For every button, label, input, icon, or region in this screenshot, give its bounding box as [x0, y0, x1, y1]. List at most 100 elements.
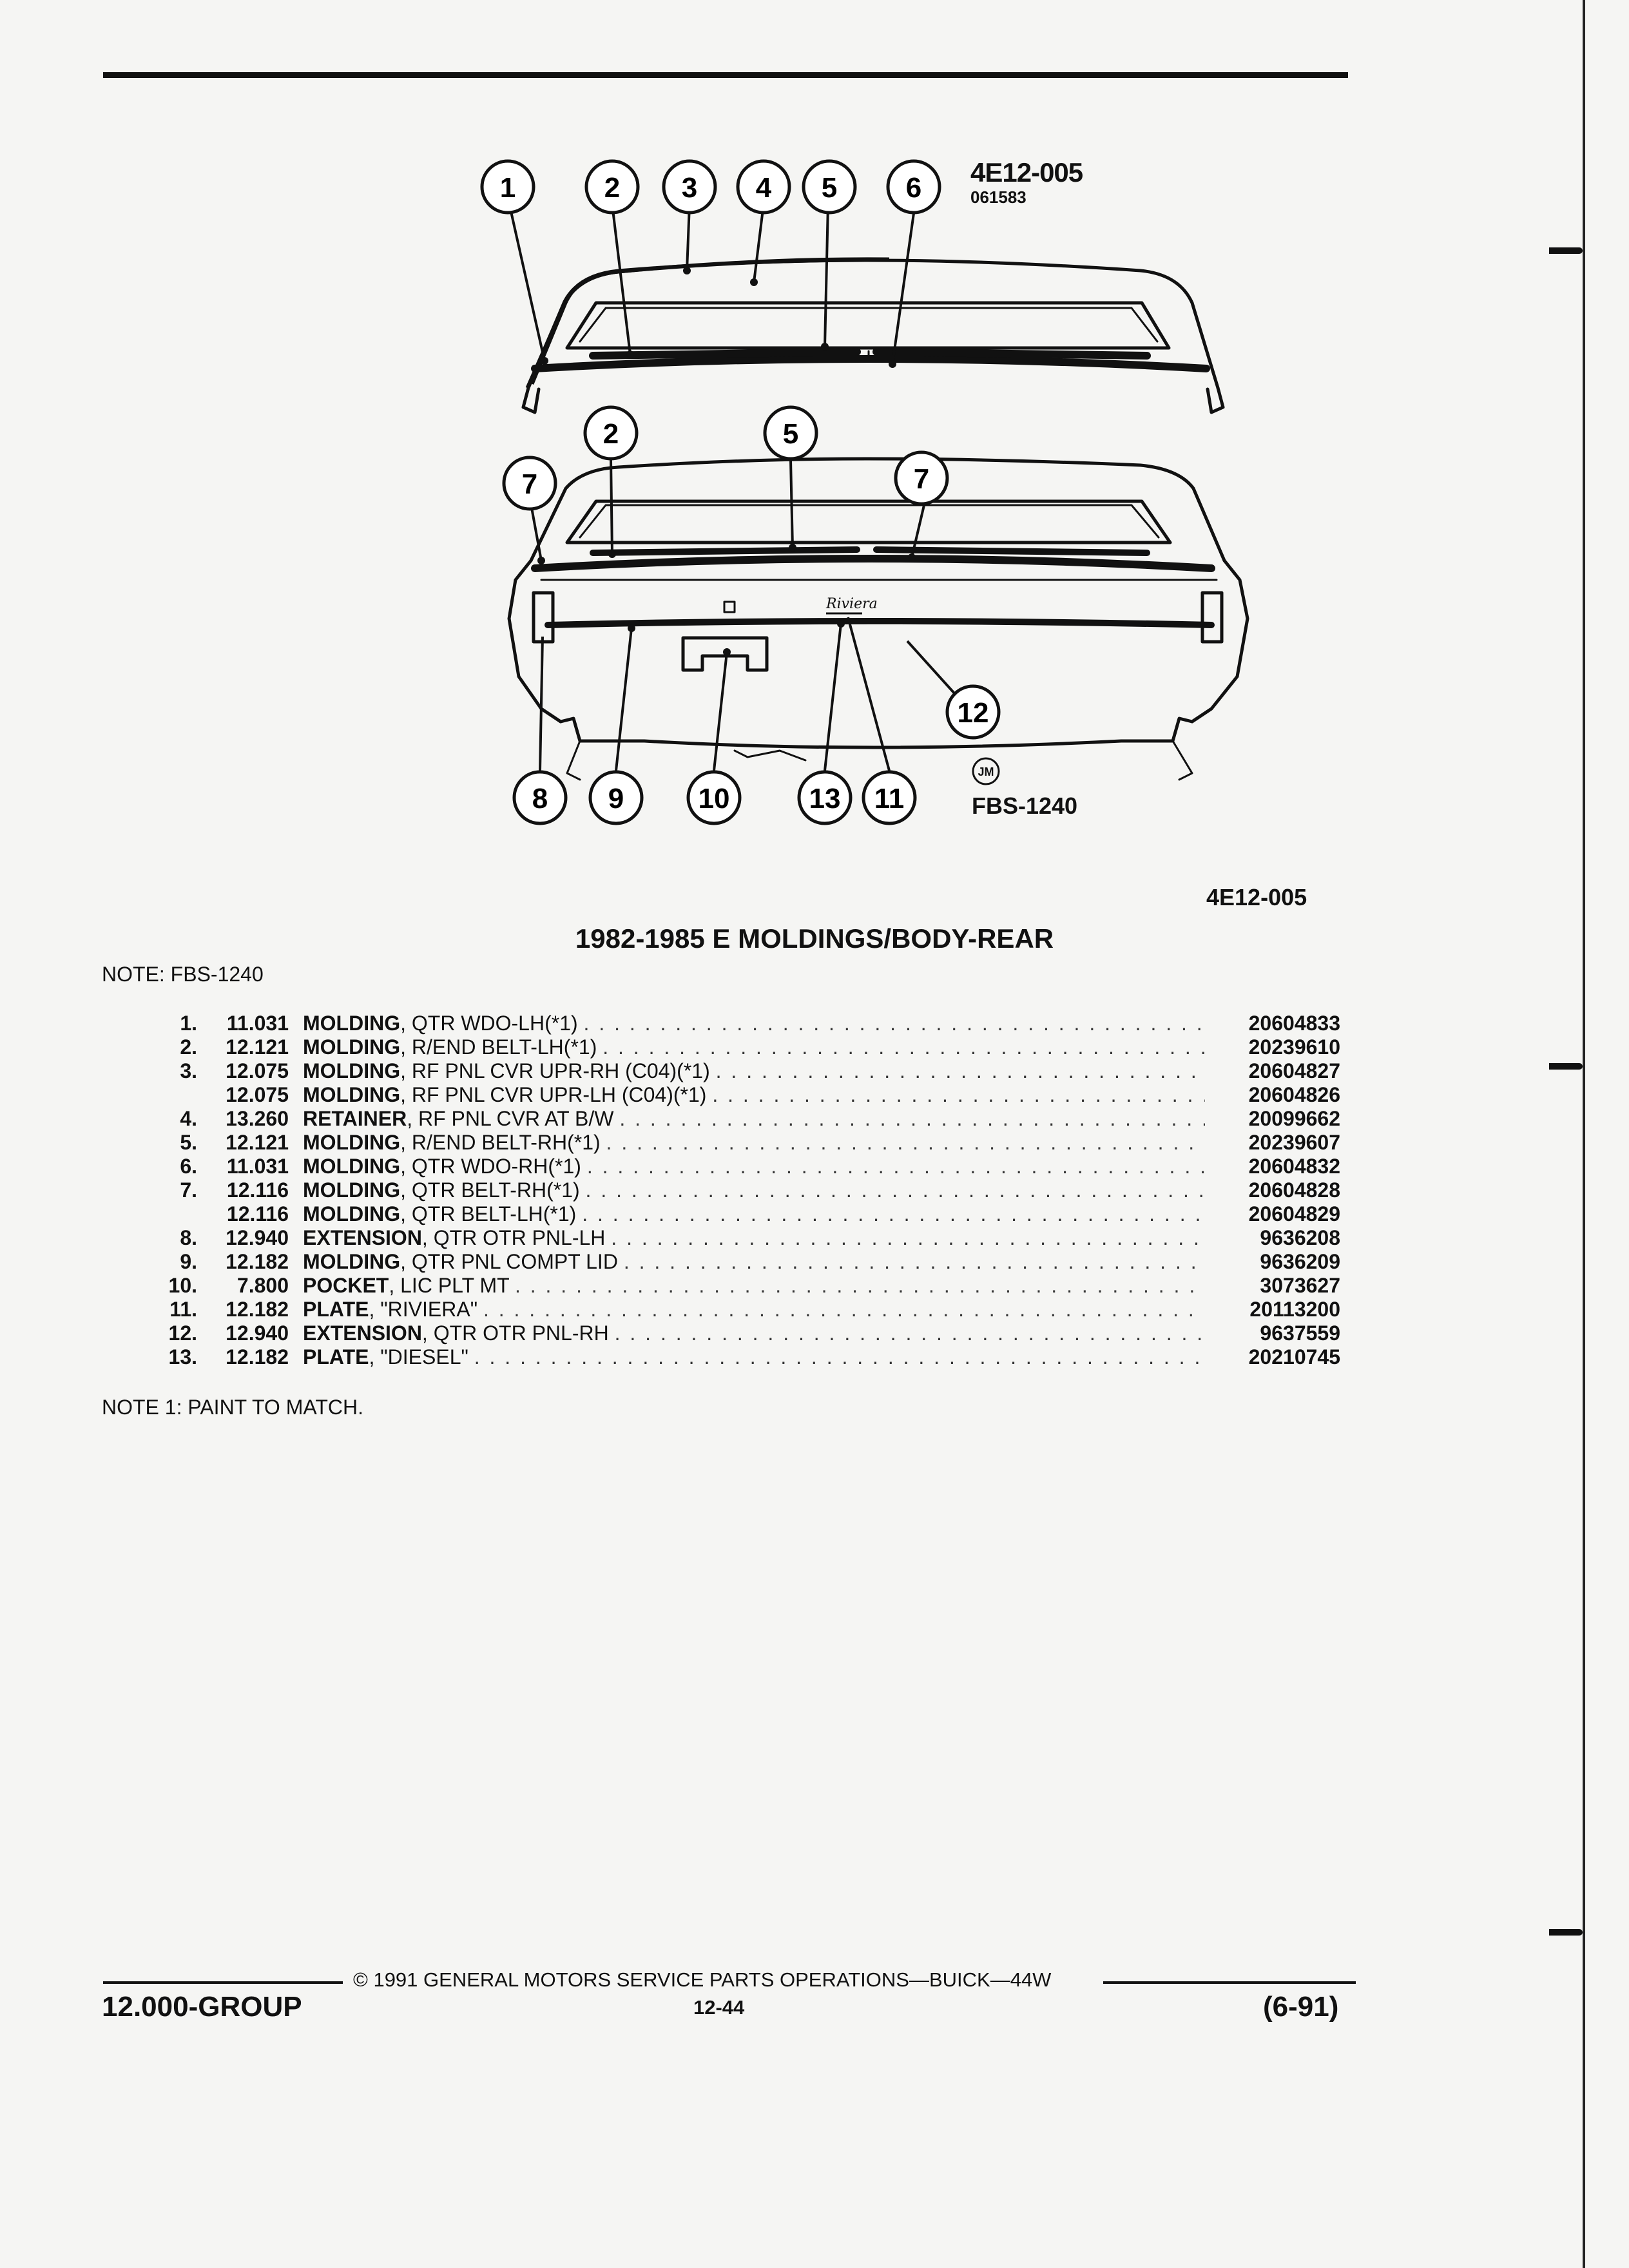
item-number: 2.: [180, 1035, 197, 1059]
part-description: POCKET, LIC PLT MT . . . . . . . . . . .…: [303, 1274, 1205, 1298]
parts-row: 10. 7.800 POCKET, LIC PLT MT . . . . . . .…: [152, 1274, 1340, 1298]
section-title: 1982-1985 E MOLDINGS/BODY-REAR: [575, 923, 1054, 954]
catalog-code: 11.031: [226, 1155, 289, 1178]
svg-text:11: 11: [874, 783, 905, 814]
part-description: MOLDING, RF PNL CVR UPR-RH (C04)(*1) . .…: [303, 1059, 1205, 1083]
part-number: 20210745: [1248, 1345, 1340, 1369]
callout-9: 9: [588, 770, 644, 825]
dot-leader: . . . . . . . . . . . . . . . . . . . . …: [474, 1345, 1205, 1369]
callout-5-lower: 5: [763, 405, 818, 461]
catalog-code: 12.116: [226, 1178, 289, 1202]
svg-text:7: 7: [522, 468, 537, 500]
callout-7-left: 7: [502, 456, 557, 511]
part-description: PLATE, "DIESEL" . . . . . . . . . . . . …: [303, 1345, 1205, 1369]
svg-text:2: 2: [603, 418, 619, 450]
callout-7-right: 7: [894, 450, 949, 506]
callout-8: 8: [512, 770, 568, 825]
svg-text:5: 5: [783, 418, 798, 450]
item-number: 13.: [168, 1345, 197, 1369]
part-noun: MOLDING: [303, 1059, 401, 1082]
catalog-code: 12.075: [226, 1083, 289, 1106]
footer-copyright: © 1991 GENERAL MOTORS SERVICE PARTS OPER…: [353, 1968, 1052, 1991]
catalog-code: 12.182: [226, 1298, 289, 1321]
part-description: PLATE, "RIVIERA" . . . . . . . . . . . .…: [303, 1298, 1205, 1321]
part-number: 20604832: [1248, 1155, 1340, 1178]
part-detail: , R/END BELT-LH(*1): [400, 1035, 597, 1059]
dot-leader: . . . . . . . . . . . . . . . . . . . . …: [602, 1035, 1205, 1059]
catalog-code: 12.940: [226, 1321, 289, 1345]
binder-tab-mark: [1549, 1063, 1583, 1070]
figure-id: 4E12-005: [970, 157, 1083, 187]
callout-2-lower: 2: [583, 405, 639, 461]
part-detail: , LIC PLT MT: [389, 1274, 510, 1297]
svg-text:6: 6: [906, 172, 921, 204]
catalog-code: 13.260: [226, 1107, 289, 1130]
item-number: 4.: [180, 1107, 197, 1130]
part-noun: MOLDING: [303, 1012, 401, 1035]
section-note: NOTE: FBS-1240: [102, 963, 264, 986]
part-noun: PLATE: [303, 1345, 369, 1369]
callout-11: 11: [862, 770, 917, 825]
binder-tab-mark: [1549, 1929, 1583, 1936]
item-number: 10.: [168, 1274, 197, 1297]
catalog-code: 12.075: [226, 1059, 289, 1082]
part-number: 9636208: [1260, 1226, 1340, 1249]
part-detail: , QTR WDO-LH(*1): [400, 1012, 578, 1035]
dot-leader: . . . . . . . . . . . . . . . . . . . . …: [619, 1107, 1205, 1130]
catalog-code: 7.800: [236, 1274, 289, 1297]
svg-text:4: 4: [756, 172, 772, 204]
catalog-code: 12.182: [226, 1250, 289, 1273]
part-description: MOLDING, QTR PNL COMPT LID . . . . . . .…: [303, 1250, 1205, 1274]
part-detail: , R/END BELT-RH(*1): [400, 1131, 601, 1154]
item-number: 1.: [180, 1012, 197, 1035]
part-number: 20239610: [1248, 1035, 1340, 1059]
dot-leader: . . . . . . . . . . . . . . . . . . . . …: [585, 1178, 1205, 1202]
part-detail: , QTR OTR PNL-RH: [421, 1321, 609, 1345]
callout-3: 3: [662, 159, 717, 215]
catalog-code: 11.031: [226, 1012, 289, 1035]
dot-leader: . . . . . . . . . . . . . . . . . . . . …: [712, 1083, 1205, 1106]
footer-rule-right: [1103, 1981, 1356, 1984]
part-detail: , QTR WDO-RH(*1): [400, 1155, 581, 1178]
section-id: 4E12-005: [1206, 884, 1307, 910]
svg-text:10: 10: [699, 783, 730, 814]
part-number: 20604827: [1248, 1059, 1340, 1082]
dot-leader: . . . . . . . . . . . . . . . . . . . . …: [583, 1012, 1205, 1035]
part-number: 9637559: [1260, 1321, 1340, 1345]
dot-leader: . . . . . . . . . . . . . . . . . . . . …: [582, 1202, 1205, 1225]
part-description: EXTENSION, QTR OTR PNL-LH . . . . . . . …: [303, 1226, 1205, 1250]
dot-leader: . . . . . . . . . . . . . . . . . . . . …: [514, 1274, 1205, 1297]
part-detail: , "DIESEL": [369, 1345, 468, 1369]
catalog-code: 12.121: [226, 1035, 289, 1059]
part-number: 20099662: [1248, 1107, 1340, 1130]
svg-text:JM: JM: [978, 765, 994, 778]
part-detail: , QTR OTR PNL-LH: [421, 1226, 606, 1249]
item-number: 3.: [180, 1059, 197, 1082]
part-number: 9636209: [1260, 1250, 1340, 1273]
item-number: [152, 1083, 197, 1107]
part-number: 20604829: [1248, 1202, 1340, 1225]
dot-leader: . . . . . . . . . . . . . . . . . . . . …: [483, 1298, 1205, 1321]
page-edge: [1583, 0, 1585, 2268]
part-number: 3073627: [1260, 1274, 1340, 1297]
dot-leader: . . . . . . . . . . . . . . . . . . . . …: [606, 1131, 1205, 1154]
part-number: 20604828: [1248, 1178, 1340, 1202]
part-description: MOLDING, QTR BELT-RH(*1) . . . . . . . .…: [303, 1178, 1205, 1202]
callout-5: 5: [802, 159, 857, 215]
part-noun: POCKET: [303, 1274, 389, 1297]
part-noun: MOLDING: [303, 1131, 401, 1154]
figure-date-code: 061583: [970, 187, 1027, 207]
catalog-code: 12.121: [226, 1131, 289, 1154]
footer-page-number: 12-44: [693, 1996, 745, 2019]
catalog-code: 12.116: [226, 1202, 289, 1225]
part-noun: MOLDING: [303, 1083, 401, 1106]
svg-text:12: 12: [958, 697, 989, 729]
